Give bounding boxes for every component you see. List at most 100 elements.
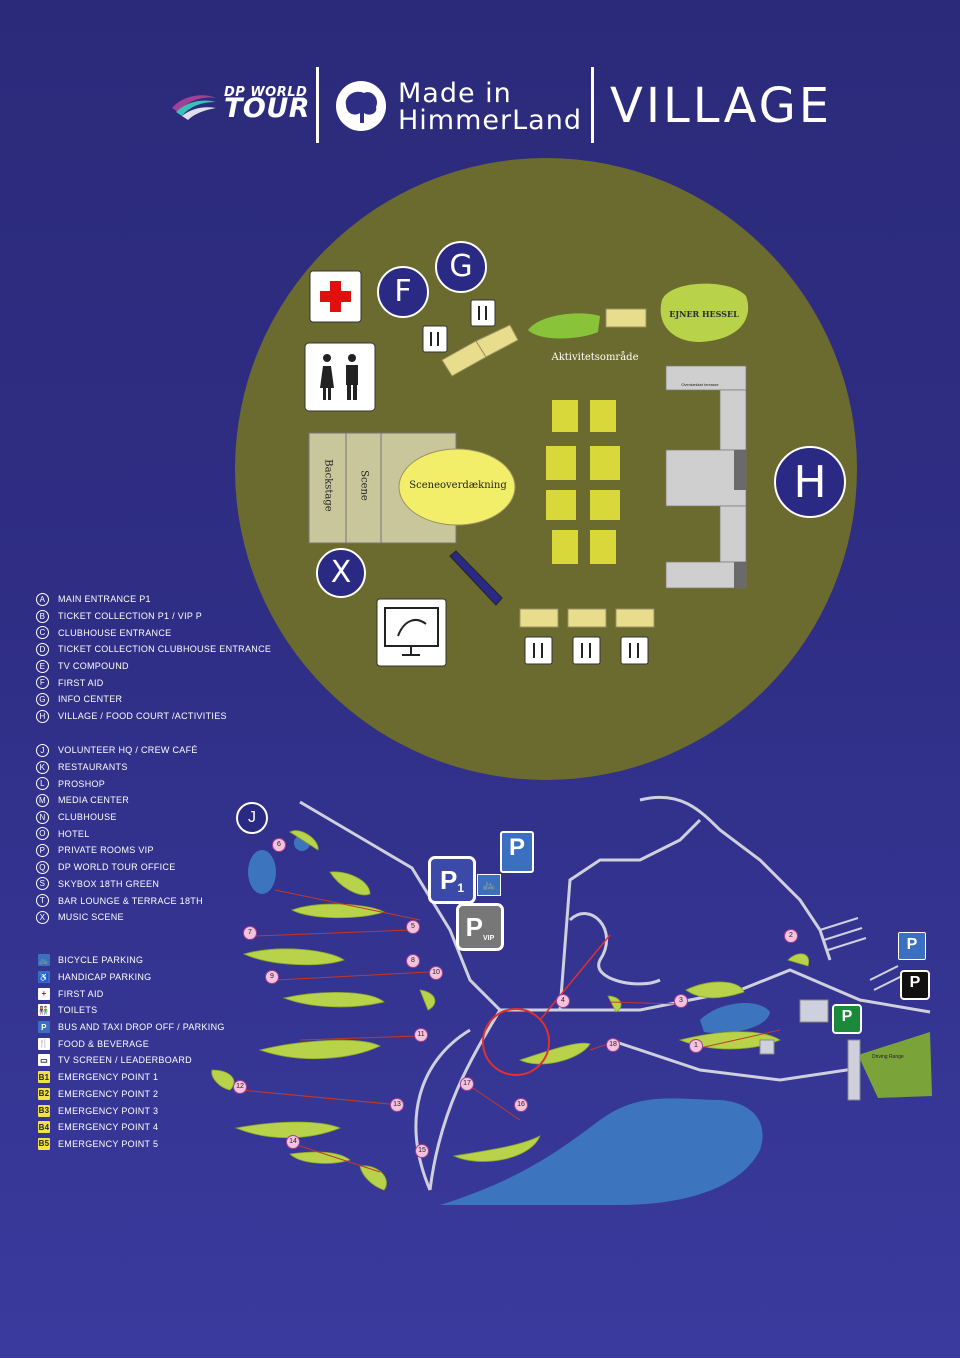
pond-3 <box>700 1002 770 1034</box>
legend-letter-badge: X <box>36 910 49 924</box>
parking-bus-taxi-label: P <box>906 936 918 953</box>
legend-label: BAR LOUNGE & TERRACE 18TH <box>58 895 203 906</box>
legend-item: 🚲BICYCLE PARKING <box>38 952 278 969</box>
legend-item: ♿HANDICAP PARKING <box>38 969 278 986</box>
hole-marker: 18 <box>606 1038 620 1052</box>
legend-label: TV SCREEN / LEADERBOARD <box>58 1055 192 1066</box>
hole-marker: 6 <box>272 838 286 852</box>
hole-marker: 8 <box>406 954 420 968</box>
legend-item: X MUSIC SCENE <box>36 909 276 926</box>
toilet-icon: 👫 <box>38 1004 50 1017</box>
marker-j[interactable]: J <box>236 802 268 834</box>
legend-label: MEDIA CENTER <box>58 795 130 806</box>
parking-executive[interactable]: P <box>900 970 930 1000</box>
legend-letter-badge: J <box>36 743 49 757</box>
fairways <box>211 830 810 1191</box>
legend-label: MUSIC SCENE <box>58 912 124 923</box>
hole-marker: 5 <box>406 920 420 934</box>
himmerland-label: HimmerLand <box>398 105 582 136</box>
legend-letter-badge: E <box>36 659 49 673</box>
marker-h[interactable]: H <box>793 457 827 508</box>
pond-1 <box>248 850 276 894</box>
hole-marker: 16 <box>514 1098 528 1112</box>
barrier <box>449 550 503 606</box>
terrace-structure <box>665 365 747 589</box>
legend-label: EMERGENCY POINT 2 <box>58 1088 159 1099</box>
legend-letter-badge: B <box>36 609 49 623</box>
hole-marker: 12 <box>233 1080 247 1094</box>
emergency-icon: B1 <box>38 1071 50 1084</box>
made-in-label: Made in <box>398 78 512 109</box>
handicap-parking-icon[interactable]: P <box>500 831 534 873</box>
food-tent-group-top <box>441 324 519 377</box>
legend-item: +FIRST AID <box>38 985 278 1002</box>
legend-label: EMERGENCY POINT 3 <box>58 1105 159 1116</box>
marker-g[interactable]: G <box>449 249 473 284</box>
hole-marker: 15 <box>415 1144 429 1158</box>
legend-label: FIRST AID <box>58 988 104 999</box>
legend-label: MAIN ENTRANCE P1 <box>58 594 151 605</box>
food-icons-bottom-forks <box>533 643 639 658</box>
scene-area <box>345 432 382 544</box>
header-divider <box>316 67 319 143</box>
legend-icons: 🚲BICYCLE PARKING♿HANDICAP PARKING+FIRST … <box>38 952 278 1152</box>
marker-x[interactable]: X <box>330 555 352 590</box>
legend-label: CLUBHOUSE ENTRANCE <box>58 627 172 638</box>
food-icon-top-2 <box>470 299 496 327</box>
legend-label: SKYBOX 18TH GREEN <box>58 878 160 889</box>
food-icons-bottom <box>524 636 649 665</box>
hole-marker: 3 <box>674 994 688 1008</box>
legend-label: RESTAURANTS <box>58 762 128 773</box>
hole-marker: 7 <box>243 926 257 940</box>
food-icon: 🍴 <box>38 1037 50 1050</box>
food-tent-group-bottom <box>519 608 655 628</box>
legend-label: DP WORLD TOUR OFFICE <box>58 862 176 873</box>
hole-marker: 1 <box>689 1039 703 1053</box>
tv-screen-icon <box>376 598 447 667</box>
himmerland-tree-icon <box>336 81 386 131</box>
legend-label: HOTEL <box>58 828 90 839</box>
emergency-icon: B4 <box>38 1121 50 1134</box>
legend-item: 👫 TOILETS <box>38 1002 278 1019</box>
ejner-hessel-area <box>660 283 749 342</box>
parking-p1-sub: 1 <box>457 881 465 895</box>
village-title: VILLAGE <box>610 78 833 134</box>
titleist-tent <box>605 308 647 328</box>
legend-label: EMERGENCY POINT 1 <box>58 1072 159 1083</box>
hole-lines <box>239 889 781 1173</box>
legend-label: TOILETS <box>58 1005 98 1016</box>
legend-letter-badge: H <box>36 709 49 723</box>
emergency-icon: B5 <box>38 1137 50 1150</box>
hole-marker: 4 <box>556 994 570 1008</box>
sceneoverdaekning-area <box>398 448 516 526</box>
marker-f[interactable]: F <box>394 274 412 309</box>
legend-item: S SKYBOX 18TH GREEN <box>36 876 276 893</box>
legend-item: 🍴FOOD & BEVERAGE <box>38 1035 278 1052</box>
legend-letter-badge: S <box>36 877 49 891</box>
parking-bus-taxi[interactable]: P <box>898 932 926 960</box>
village-link-line <box>539 934 611 1021</box>
parking-clubhouse[interactable]: P <box>832 1004 862 1034</box>
green-activity-shape <box>528 313 600 339</box>
legend-letter-badge: P <box>36 843 49 857</box>
legend-label: BUS AND TAXI DROP OFF / PARKING <box>58 1022 225 1033</box>
legend-label: BICYCLE PARKING <box>58 955 144 966</box>
legend-letter-badge: F <box>36 676 49 690</box>
bicycle-parking-icon[interactable]: 🚲 <box>477 874 501 896</box>
